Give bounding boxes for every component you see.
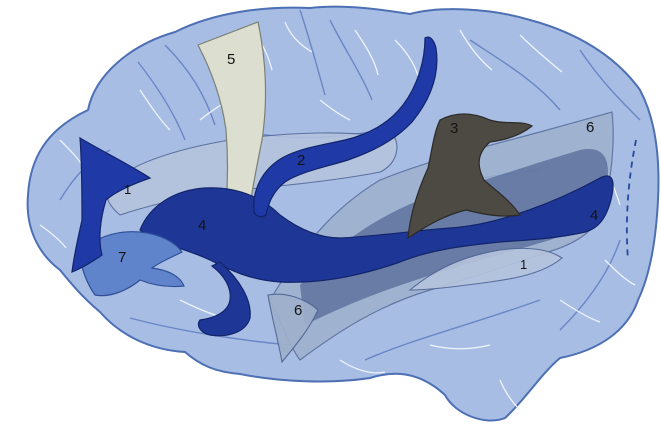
region-3-label: 3 (450, 120, 458, 137)
region-6-bottom-label: 6 (294, 302, 302, 319)
region-6-top-label: 6 (586, 119, 594, 136)
region-5-label: 5 (227, 51, 235, 68)
region-4-anterior-label: 4 (198, 217, 206, 234)
region-7-label: 7 (118, 249, 126, 266)
region-1-anterior-label: 1 (124, 182, 131, 197)
region-1-posterior-label: 1 (520, 257, 527, 272)
region-2-label: 2 (297, 152, 305, 169)
region-4-posterior-label: 4 (590, 207, 598, 224)
